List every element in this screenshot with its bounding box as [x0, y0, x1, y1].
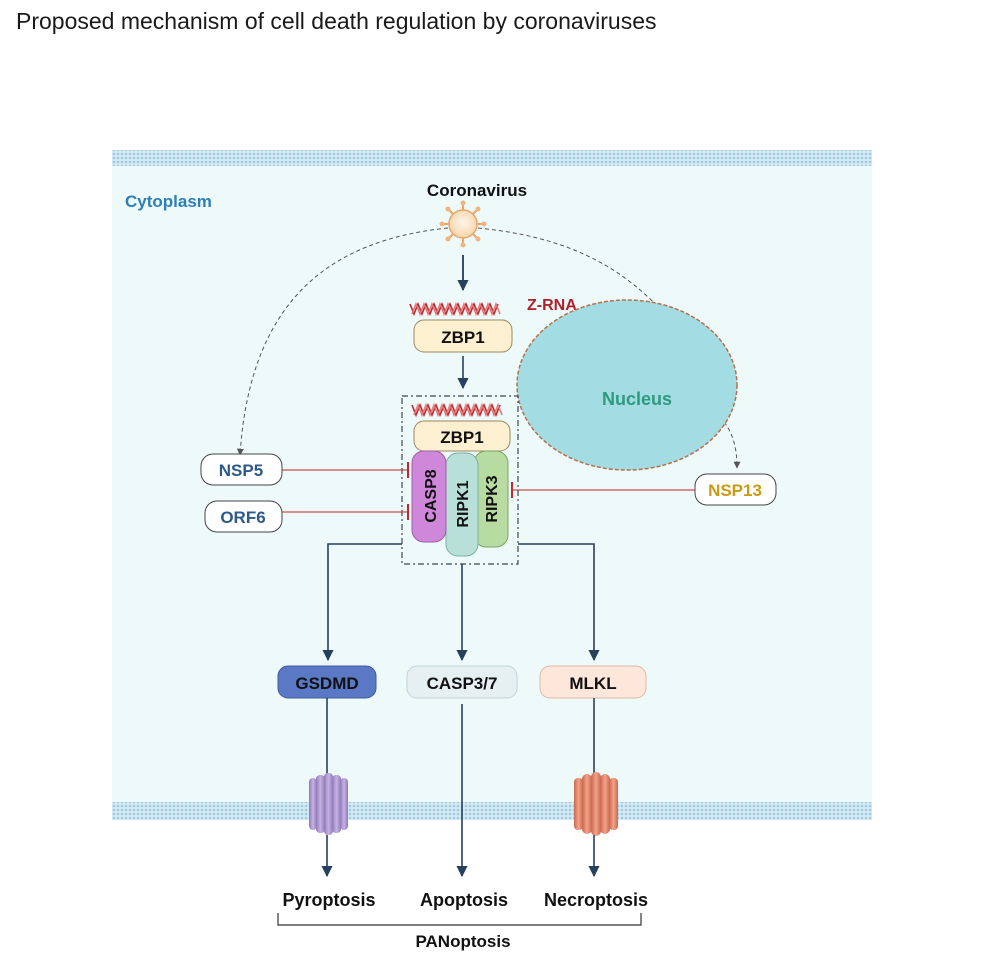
- orf6-label: ORF6: [220, 508, 265, 527]
- orf6-box: [204, 500, 283, 533]
- coronavirus-icon: [439, 200, 487, 248]
- casp37-box: [406, 665, 518, 699]
- casp37-label: CASP3/7: [427, 674, 498, 693]
- gsdmd-label: GSDMD: [295, 674, 358, 693]
- mlkl-label: MLKL: [569, 674, 616, 693]
- ripk1-label: RIPK1: [455, 480, 472, 527]
- virus-to-nucleus-arc: [477, 227, 669, 319]
- z-rna-helix-icon: [411, 402, 503, 418]
- apoptosis-label: Apoptosis: [420, 890, 508, 910]
- nsp5-label: NSP5: [219, 461, 263, 480]
- coronavirus-label: Coronavirus: [427, 181, 527, 200]
- cytoplasm-label: Cytoplasm: [125, 192, 212, 211]
- casp8-box: [411, 450, 447, 543]
- nucleus-to-nsp13-arc: [723, 421, 741, 469]
- zbp1-top-box: [413, 319, 513, 353]
- virus-to-nsp5-arc: [236, 227, 449, 456]
- necroptosis-label: Necroptosis: [544, 890, 648, 910]
- mlkl-pore-icon: [574, 772, 618, 836]
- zbp1-top-label: ZBP1: [441, 328, 484, 347]
- nsp13-label: NSP13: [708, 481, 762, 500]
- mlkl-box: [539, 665, 647, 699]
- complex-to-gsdmd-arrow: [322, 543, 402, 662]
- z-rna-helix-icon: [409, 301, 501, 317]
- gasdermin-pore-icon: [309, 773, 348, 835]
- panoptosome-complex-box: [401, 395, 519, 565]
- ripk3-label: RIPK3: [484, 475, 501, 522]
- pyroptosis-label: Pyroptosis: [282, 890, 375, 910]
- nucleus: [516, 299, 738, 471]
- casp8-label: CASP8: [423, 469, 440, 522]
- panoptosis-label: PANoptosis: [415, 932, 510, 951]
- nucleus-label: Nucleus: [602, 389, 672, 409]
- zbp1-complex-box: [413, 420, 511, 452]
- top-membrane: [112, 150, 872, 166]
- panoptosis-bracket: [277, 913, 642, 926]
- zbp1-complex-label: ZBP1: [440, 428, 483, 447]
- complex-to-mlkl-arrow: [518, 543, 600, 662]
- bottom-membrane: [112, 802, 872, 820]
- page-title: Proposed mechanism of cell death regulat…: [16, 8, 657, 34]
- zrna-label: Z-RNA: [527, 297, 577, 314]
